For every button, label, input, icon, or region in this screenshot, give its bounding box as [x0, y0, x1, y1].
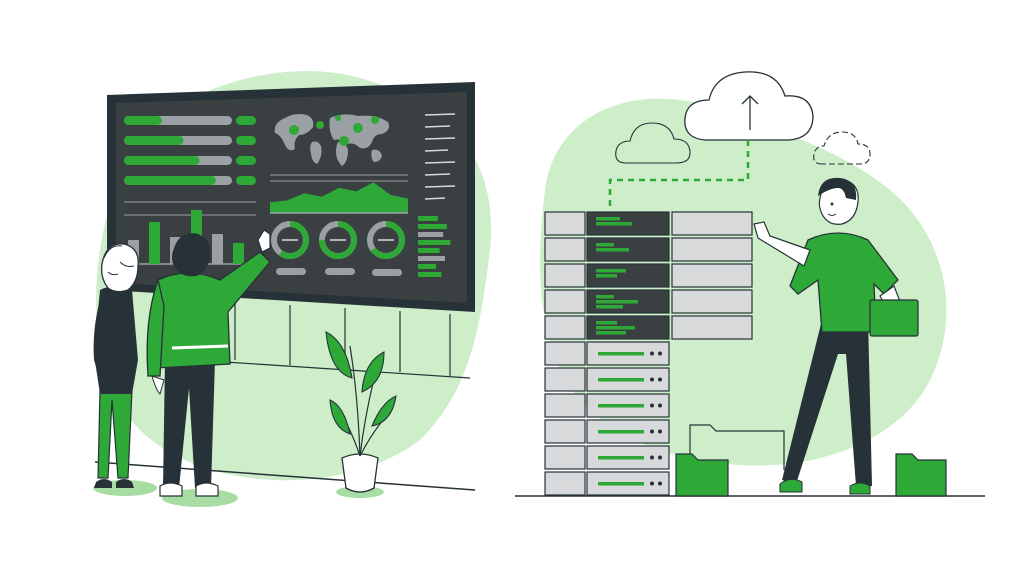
rack-unit-side	[544, 341, 586, 366]
rack-led	[650, 429, 654, 434]
rack-led	[650, 377, 654, 382]
rack-unit-side	[544, 367, 586, 392]
cloud-small-left-icon	[615, 122, 691, 164]
technician-figure	[753, 177, 919, 495]
folder-icon	[869, 299, 919, 337]
rack-unit-side	[544, 471, 586, 496]
right-scene	[515, 71, 985, 497]
screen-bar	[596, 305, 623, 309]
progress-fill	[124, 116, 162, 125]
progress-bar-group	[124, 116, 256, 185]
rack-unit-side	[544, 263, 586, 288]
donut-chart-icon	[271, 221, 309, 259]
potted-plant	[325, 331, 397, 498]
progress-badge	[236, 176, 256, 185]
screen-bar	[596, 217, 620, 221]
rack-led	[650, 481, 654, 486]
side-bar-chart	[418, 216, 451, 277]
bar	[212, 234, 223, 264]
donut-chart-group	[271, 221, 405, 259]
rack-led-bar	[598, 378, 644, 382]
rack-led-bar	[598, 430, 644, 434]
progress-badge	[236, 116, 256, 125]
screen-bar	[596, 326, 635, 330]
rack-led	[650, 403, 654, 408]
bar	[233, 243, 244, 264]
screen-bar	[596, 295, 614, 299]
side-bar	[418, 232, 444, 237]
rack-unit-side	[544, 445, 586, 470]
progress-fill	[124, 176, 216, 185]
donut-chart-icon	[319, 221, 357, 259]
folder-icon	[895, 453, 947, 497]
rack-unit-side	[544, 393, 586, 418]
cloud-small-right-icon	[813, 131, 871, 165]
rack-unit-side	[544, 289, 586, 314]
progress-badge	[236, 136, 256, 145]
rack-led	[658, 481, 662, 486]
left-floor-line	[94, 461, 476, 491]
world-map-icon	[274, 114, 390, 166]
donut-labels	[276, 268, 402, 276]
screen-bar	[596, 248, 629, 252]
rack-unit-side	[544, 211, 586, 236]
cloud-upload-icon	[684, 71, 814, 141]
rack-led	[658, 351, 662, 356]
progress-fill	[124, 156, 200, 165]
folder-icon	[675, 424, 785, 497]
server-rack	[544, 211, 670, 496]
legend-lines	[424, 113, 456, 200]
man-figure	[146, 229, 271, 507]
rack-led	[650, 455, 654, 460]
side-bar	[418, 216, 438, 221]
side-bar	[418, 272, 442, 277]
woman-figure	[93, 243, 157, 496]
area-chart	[270, 174, 408, 214]
progress-badge	[236, 156, 256, 165]
rack-side-panels	[671, 211, 753, 340]
rack-led	[650, 351, 654, 356]
left-scene	[93, 71, 492, 507]
rack-unit-side	[544, 419, 586, 444]
bar	[149, 222, 160, 264]
side-bar	[418, 240, 451, 245]
rack-led-bar	[598, 482, 644, 486]
rack-led	[658, 377, 662, 382]
rack-led-bar	[598, 404, 644, 408]
rack-unit-side	[544, 237, 586, 262]
side-bar	[418, 264, 436, 269]
screen-bar	[596, 321, 617, 325]
screen-bar	[596, 243, 614, 247]
screen-bar	[596, 274, 617, 278]
rack-led-bar	[598, 456, 644, 460]
screen-bar	[596, 222, 632, 226]
rack-led-bar	[598, 352, 644, 356]
rack-led	[658, 455, 662, 460]
screen-bar	[596, 300, 638, 304]
screen-bar	[596, 331, 626, 335]
side-bar	[418, 224, 447, 229]
rack-unit-side	[544, 315, 586, 340]
side-bar	[418, 248, 440, 253]
donut-chart-icon	[367, 221, 405, 259]
side-bar	[418, 256, 445, 261]
rack-led	[658, 403, 662, 408]
screen-bar	[596, 269, 626, 273]
progress-fill	[124, 136, 184, 145]
rack-led	[658, 429, 662, 434]
upload-connector	[608, 140, 750, 206]
